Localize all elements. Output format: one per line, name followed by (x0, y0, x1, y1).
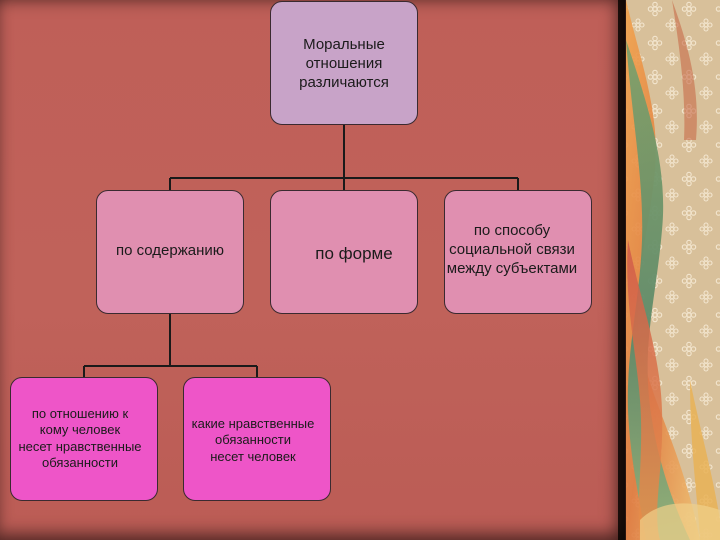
node-by-content-label: по содержанию (116, 242, 224, 261)
node-by-content: по содержанию (96, 190, 244, 314)
node-which-obligations: какие нравственные обязанности несет чел… (183, 377, 331, 501)
node-which-obligations-label: какие нравственные обязанности несет чел… (178, 416, 328, 465)
node-by-social-connection-label: по способу социальной связи между субъек… (435, 222, 589, 278)
node-by-social-connection: по способу социальной связи между субъек… (444, 190, 592, 314)
node-by-form: по форме (270, 190, 418, 314)
node-towards-whom-obligations-label: по отношению к кому человек несет нравст… (5, 406, 155, 471)
node-by-form-label: по форме (315, 243, 392, 264)
node-towards-whom-obligations: по отношению к кому человек несет нравст… (10, 377, 158, 501)
node-root-label: Моральные отношения различаются (299, 36, 389, 92)
node-root-moral-relations: Моральные отношения различаются (270, 1, 418, 125)
